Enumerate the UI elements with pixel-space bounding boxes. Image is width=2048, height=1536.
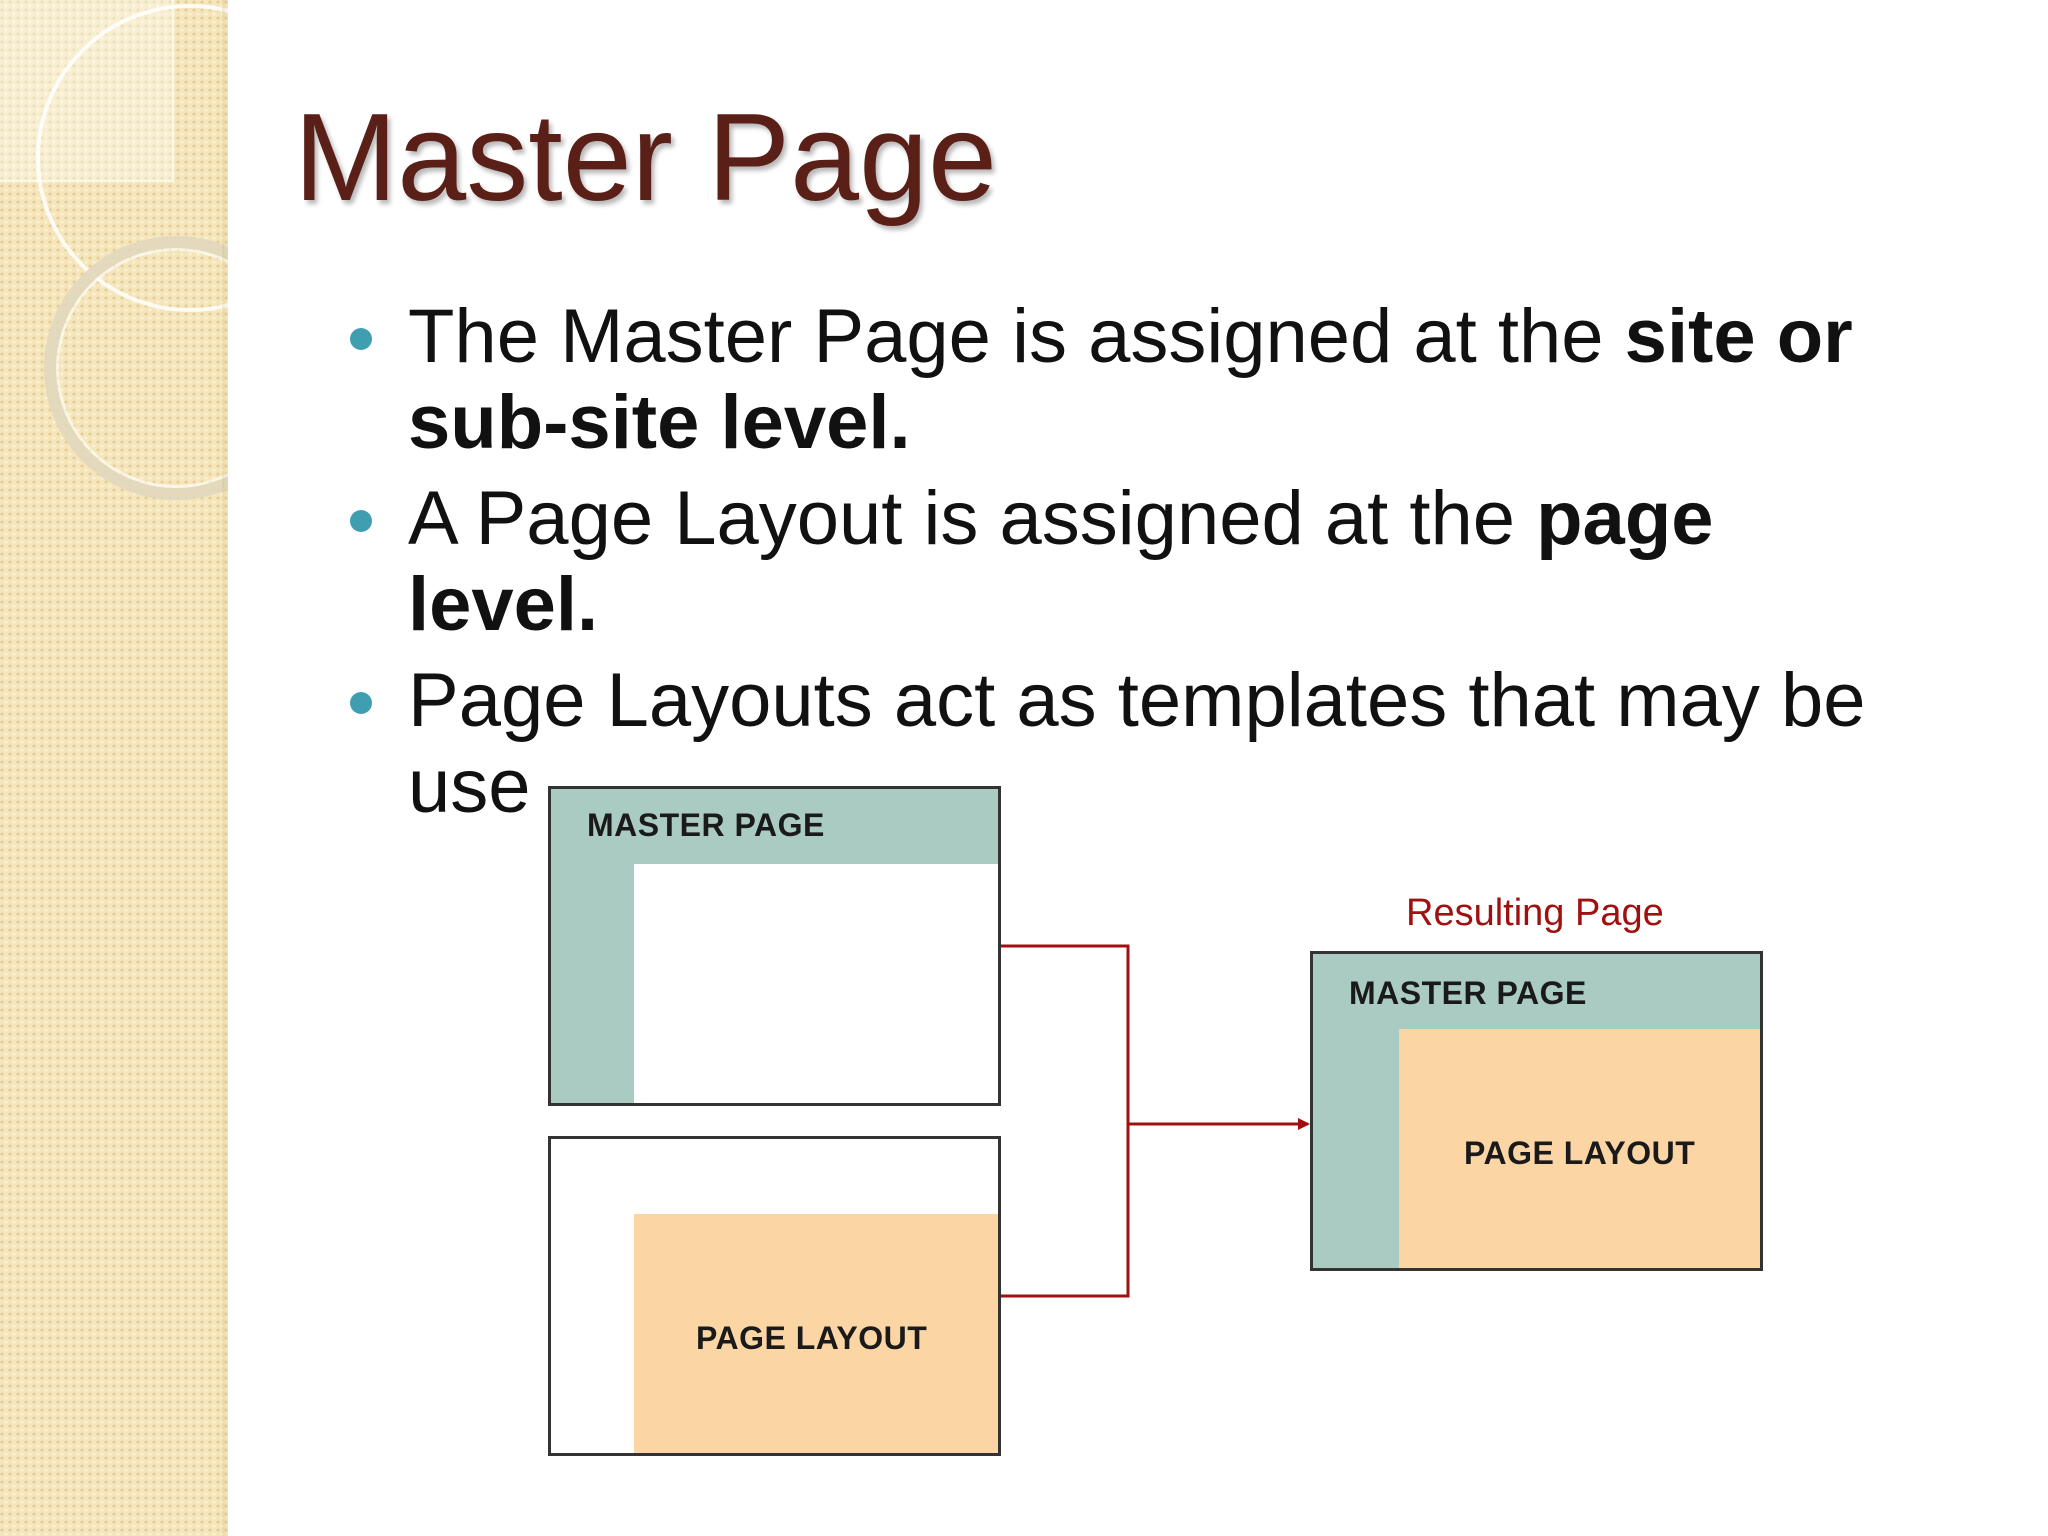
decorative-side-panel xyxy=(0,0,228,1536)
connector-from-layout xyxy=(1001,1124,1130,1298)
bullet-text: A Page Layout is assigned at the xyxy=(408,476,1537,561)
layout-area xyxy=(1399,1029,1760,1268)
connector-from-master xyxy=(1001,944,1130,1124)
bullet-item: The Master Page is assigned at the site … xyxy=(350,294,1910,466)
bullet-text: Page Layouts act as templates that may b… xyxy=(408,658,1866,829)
result-layout-label: PAGE LAYOUT xyxy=(1464,1135,1696,1171)
result-master-label: MASTER PAGE xyxy=(1349,975,1587,1011)
master-page-label: MASTER PAGE xyxy=(587,807,825,843)
bullet-item: Page Layouts act as templates that may b… xyxy=(350,658,1910,830)
bullet-bold-text: site or sub-site level. xyxy=(408,294,1853,465)
bullet-text: The Master Page is assigned at the xyxy=(408,294,1625,379)
page-layout-label: PAGE LAYOUT xyxy=(696,1320,928,1356)
master-page-box: MASTER PAGE xyxy=(548,786,1001,1106)
bullet-dot-icon xyxy=(350,328,372,350)
bullet-item: A Page Layout is assigned at the page le… xyxy=(350,476,1910,648)
slide-title: Master Page xyxy=(294,89,998,227)
decorative-ring xyxy=(44,236,228,500)
layout-area xyxy=(634,1214,998,1453)
bullet-dot-icon xyxy=(350,510,372,532)
bullet-dot-icon xyxy=(350,692,372,714)
page-layout-box: PAGE LAYOUT xyxy=(548,1136,1001,1456)
content-area xyxy=(634,864,998,1103)
panel-edge xyxy=(222,0,228,1536)
bullet-list: The Master Page is assigned at the site … xyxy=(350,294,1910,840)
resulting-page-caption: Resulting Page xyxy=(1406,892,1664,934)
bullet-bold-text: page level. xyxy=(408,476,1714,647)
resulting-page-box: MASTER PAGE PAGE LAYOUT xyxy=(1310,951,1763,1271)
